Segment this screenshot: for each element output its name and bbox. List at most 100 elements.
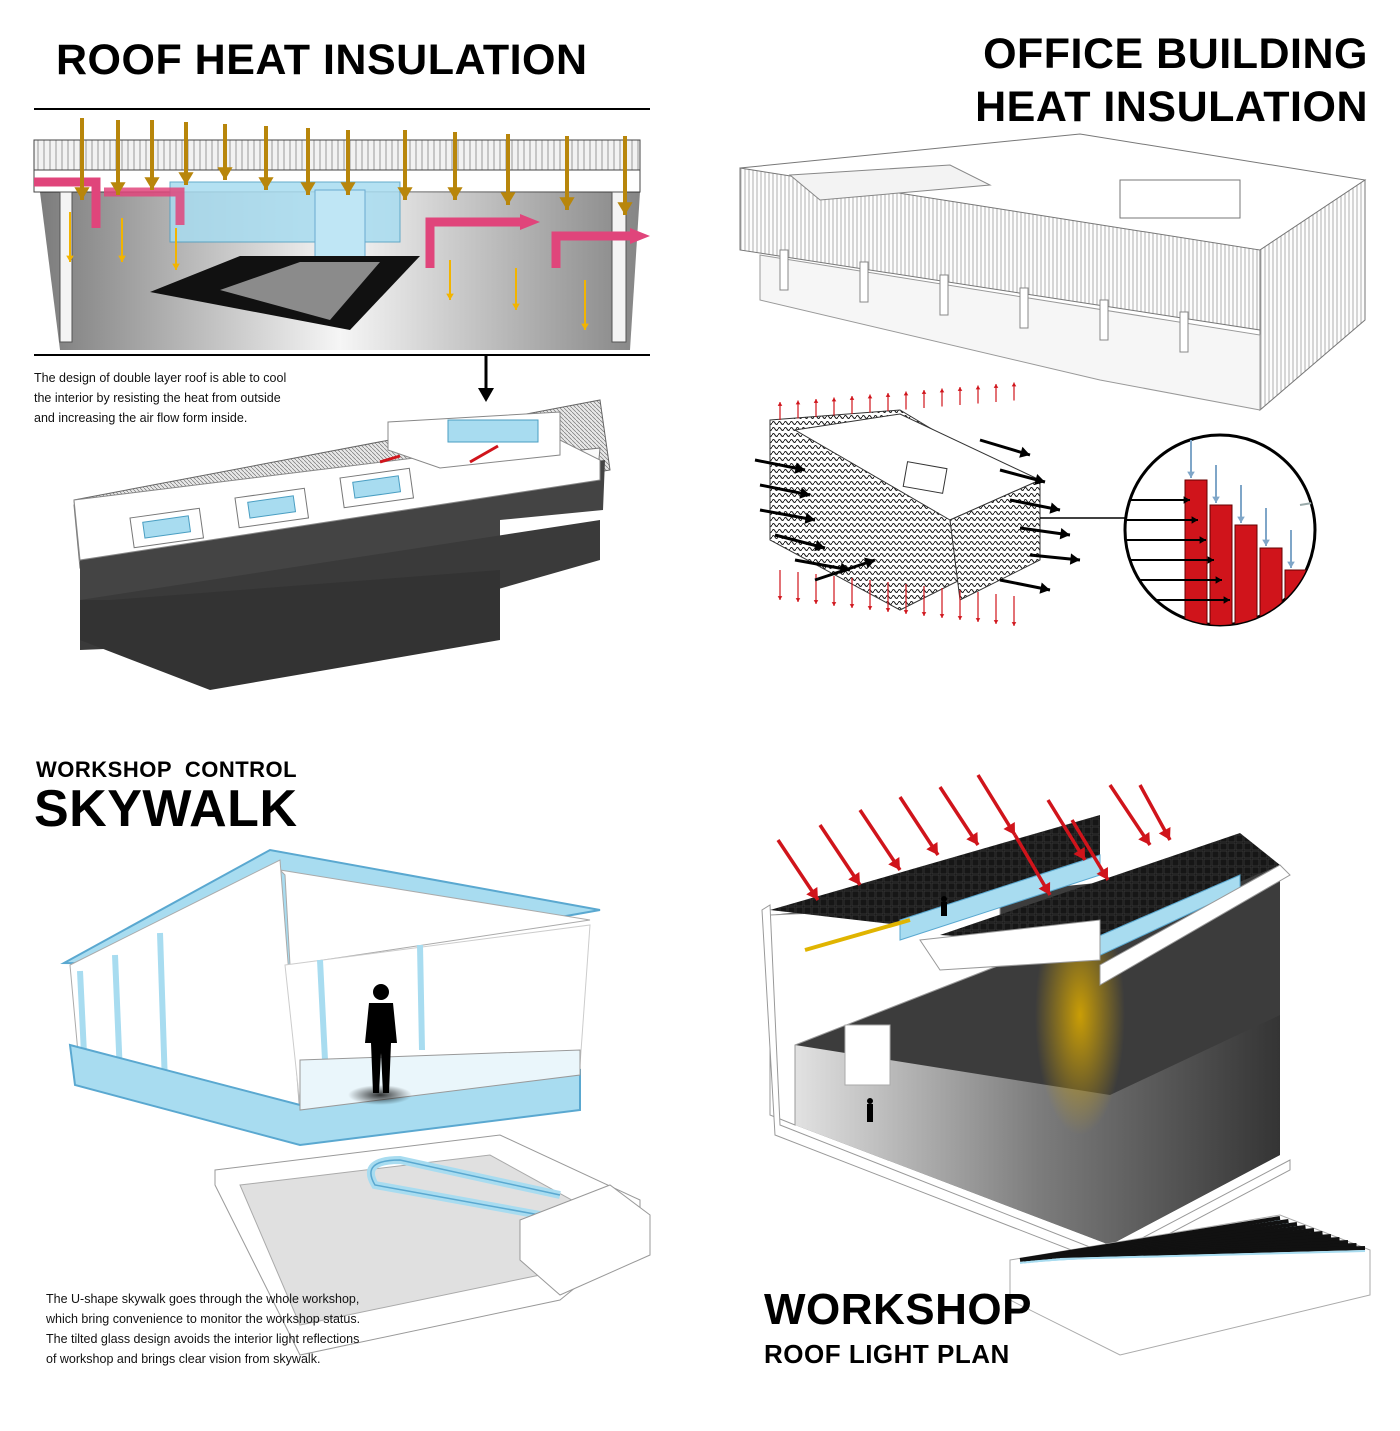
red-arrow <box>795 400 801 419</box>
airflow-right-head <box>520 214 540 230</box>
sun-arrow <box>1138 784 1172 841</box>
model-black-arrows <box>754 438 1081 594</box>
model-red-arrows <box>777 382 1017 626</box>
office-pilotis <box>779 249 1189 353</box>
sun-arrow <box>1046 799 1087 861</box>
skywalk-description-line: The U-shape skywalk goes through the who… <box>46 1292 360 1306</box>
air-arrow <box>1237 485 1245 523</box>
roof-skylights <box>129 467 415 549</box>
heat-arrow <box>217 124 233 180</box>
red-arrow <box>957 590 963 620</box>
red-arrow <box>939 588 945 618</box>
roof-opening <box>1119 179 1241 219</box>
person-shadow <box>348 1085 412 1105</box>
light-ledge <box>804 918 911 952</box>
skywalk-description: The U-shape skywalk goes through the who… <box>46 1289 386 1369</box>
cool-air-arrow <box>118 218 126 262</box>
office-panel-title-line1: OFFICE BUILDING <box>983 30 1368 78</box>
red-arrow <box>903 391 909 410</box>
sun-arrow <box>898 796 940 856</box>
piloti-column <box>779 249 789 291</box>
sun-arrow <box>858 809 902 871</box>
person-silhouette-icon <box>941 896 947 916</box>
office-panel-title-line2: HEAT INSULATION <box>975 83 1368 131</box>
red-arrow <box>379 454 401 464</box>
wind-arrow <box>814 557 876 582</box>
workshop-subtitle: ROOF LIGHT PLAN <box>764 1339 1010 1369</box>
air-arrow <box>1212 465 1220 503</box>
model-courtyard <box>902 461 948 494</box>
workshop-floor <box>795 1015 1280 1245</box>
workshop-roof-light-diagram <box>761 774 1371 1356</box>
heat-arrow <box>617 136 633 215</box>
skywalk-glass-mullions <box>77 932 425 1086</box>
red-arrow <box>867 394 873 413</box>
stair-void-light <box>220 262 380 320</box>
office-base <box>759 254 1261 411</box>
red-arrow <box>831 397 837 416</box>
wind-arrow <box>1125 556 1214 564</box>
heat-arrow <box>447 132 463 200</box>
wind-arrow <box>979 438 1031 458</box>
sun-arrow <box>1013 834 1052 896</box>
piloti-column <box>939 274 949 316</box>
roof-skylight-glass <box>142 515 192 539</box>
piloti-column <box>1019 287 1029 329</box>
roof-description: The design of double layer roof is able … <box>34 368 334 428</box>
cool-air-arrow <box>66 212 74 262</box>
air-arrow <box>1299 499 1315 506</box>
red-arrow <box>885 393 891 411</box>
red-arrow <box>939 388 945 407</box>
red-arrow <box>957 387 963 405</box>
roof-description-line: The design of double layer roof is able … <box>34 371 287 385</box>
roof-beam <box>919 919 1101 971</box>
roof-courtyard <box>788 164 992 201</box>
skywalk-diagram <box>60 848 651 1356</box>
piloti-column <box>859 261 869 303</box>
heat-arrow <box>178 122 194 185</box>
red-arrow <box>921 586 927 616</box>
skywalk-panel: WORKSHOP CONTROL SKYWALK <box>0 715 700 1431</box>
cool-air-arrow <box>446 260 454 300</box>
red-arrow <box>975 385 981 404</box>
red-arrow <box>867 580 873 610</box>
wind-arrow <box>1009 498 1061 514</box>
air-arrow <box>1287 530 1295 568</box>
office-building-diagram <box>739 133 1367 627</box>
skywalk-subtitle: WORKSHOP CONTROL <box>36 757 298 782</box>
heat-arrow <box>500 134 516 205</box>
workshop-title: WORKSHOP <box>764 1285 1032 1334</box>
cool-air-arrow <box>512 268 520 310</box>
air-arrow <box>1262 508 1270 546</box>
wind-arrow <box>1029 553 1081 565</box>
heat-arrow <box>340 130 356 195</box>
red-arrow <box>849 578 855 608</box>
sun-arrow <box>818 824 862 886</box>
skywalk-description-line: of workshop and brings clear vision from… <box>46 1352 321 1366</box>
heat-arrow <box>397 130 413 200</box>
workshop-roof-pv-right <box>940 833 1280 945</box>
roof-plan-glass <box>1059 1250 1366 1260</box>
roof-beam-right <box>1099 864 1291 986</box>
red-fin <box>1259 547 1283 625</box>
red-arrow <box>813 399 819 417</box>
airflow-far-right-head <box>630 228 650 244</box>
heat-arrow <box>300 128 316 195</box>
red-arrow <box>1011 382 1017 401</box>
glass-mullion <box>417 944 425 1051</box>
roof-plan-strip <box>1059 1246 1366 1258</box>
wind-arrow <box>1125 576 1222 584</box>
piloti-column <box>1099 299 1109 341</box>
red-arrow <box>777 402 783 420</box>
red-arrow <box>903 584 909 614</box>
red-arrow <box>993 384 999 402</box>
wind-arrow <box>1125 536 1206 544</box>
wind-arrow <box>754 458 806 474</box>
penthouse-pool <box>447 419 539 443</box>
red-arrow <box>975 592 981 622</box>
red-arrow <box>469 444 499 464</box>
sun-arrow <box>976 774 1017 836</box>
glass-mullion <box>157 932 168 1086</box>
airflow-left <box>34 177 101 228</box>
heat-arrows <box>74 118 633 215</box>
